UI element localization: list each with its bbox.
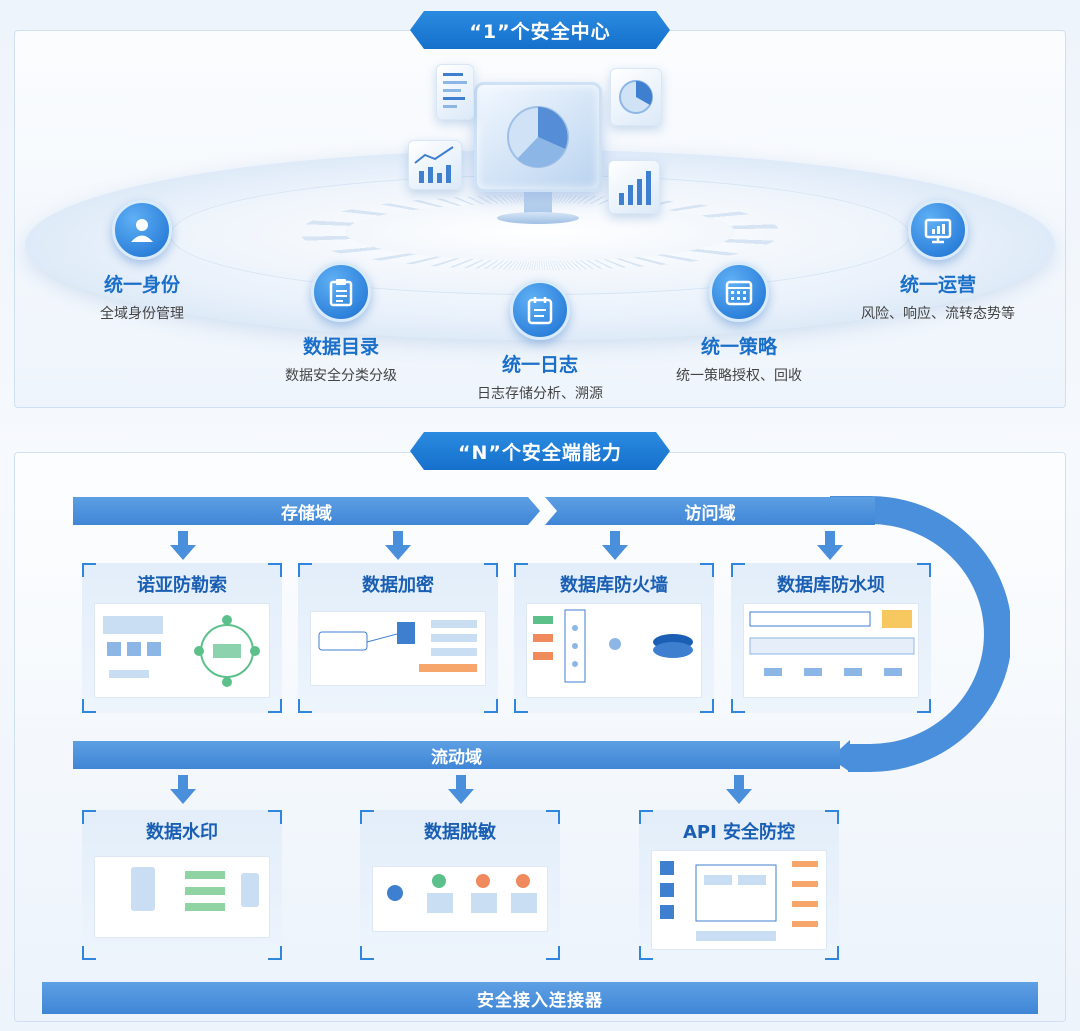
monitor-neck [524,190,552,216]
module-data-encryption[interactable]: 数据加密 [298,563,498,713]
flow-curve-arrow [830,496,1010,772]
down-arrow-icon [817,531,843,560]
feature-subtitle: 风险、响应、流转态势等 [861,306,1015,322]
pie-card-illustration [610,68,662,126]
feature-unified-log[interactable]: 统一日志 日志存储分析、溯源 [465,280,615,403]
storage-domain-band: 存储域 [73,497,540,525]
bar-card-illustration-right [608,160,660,214]
flow-domain-label: 流动域 [431,747,482,768]
feature-title: 统一身份 [103,274,180,296]
module-diagram-thumbnail [743,603,919,698]
flow-domain-band: 流动域 [73,741,840,769]
down-arrow-icon [170,775,196,804]
module-database-dam[interactable]: 数据库防水坝 [731,563,931,713]
feature-subtitle: 全域身份管理 [100,306,184,322]
access-domain-band: 访问域 [545,497,875,525]
module-title: 数据脱敏 [424,822,496,843]
module-api-security[interactable]: API 安全防控 [639,810,839,960]
monitor-base [497,212,579,224]
module-title: API 安全防控 [682,822,796,843]
module-diagram-thumbnail [651,850,827,950]
monitor-chart-icon [908,200,968,260]
user-icon [112,200,172,260]
calendar-log-icon [510,280,570,340]
access-domain-label: 访问域 [684,503,736,524]
module-title: 数据加密 [362,575,434,596]
down-arrow-icon [602,531,628,560]
module-diagram-thumbnail [372,866,548,932]
module-diagram-thumbnail [310,611,486,686]
calendar-grid-icon [709,262,769,322]
connector-label: 安全接入连接器 [477,990,603,1011]
down-arrow-icon [385,531,411,560]
feature-unified-operation[interactable]: 统一运营 风险、响应、流转态势等 [848,200,1028,323]
report-card-illustration [436,64,474,120]
feature-unified-policy[interactable]: 统一策略 统一策略授权、回收 [664,262,814,385]
down-arrow-icon [726,775,752,804]
feature-title: 统一日志 [501,354,578,376]
monitor-illustration [474,82,602,192]
clipboard-icon [311,262,371,322]
module-diagram-thumbnail [94,603,270,698]
endpoint-capability-title: “N”个安全端能力 [410,432,670,470]
feature-subtitle: 日志存储分析、溯源 [477,386,603,402]
module-title: 数据水印 [146,822,218,843]
module-diagram-thumbnail [94,856,270,938]
bar-card-illustration-left [408,140,462,190]
module-title: 数据库防水坝 [777,575,885,596]
module-data-masking[interactable]: 数据脱敏 [360,810,560,960]
security-access-connector-bar: 安全接入连接器 [42,982,1038,1014]
storage-domain-label: 存储域 [281,503,332,524]
feature-data-catalog[interactable]: 数据目录 数据安全分类分级 [271,262,411,385]
security-center-title: “1”个安全中心 [410,11,670,49]
feature-subtitle: 统一策略授权、回收 [676,368,802,384]
feature-title: 统一策略 [700,336,777,358]
module-diagram-thumbnail [526,603,702,698]
feature-unified-identity[interactable]: 统一身份 全域身份管理 [77,200,207,323]
down-arrow-icon [170,531,196,560]
feature-title: 统一运营 [899,274,976,296]
module-data-watermark[interactable]: 数据水印 [82,810,282,960]
module-title: 诺亚防勒索 [137,575,227,596]
module-noah-anti-ransomware[interactable]: 诺亚防勒索 [82,563,282,713]
module-database-firewall[interactable]: 数据库防火墙 [514,563,714,713]
feature-title: 数据目录 [302,336,379,358]
feature-subtitle: 数据安全分类分级 [285,368,397,384]
module-title: 数据库防火墙 [560,575,668,596]
down-arrow-icon [448,775,474,804]
